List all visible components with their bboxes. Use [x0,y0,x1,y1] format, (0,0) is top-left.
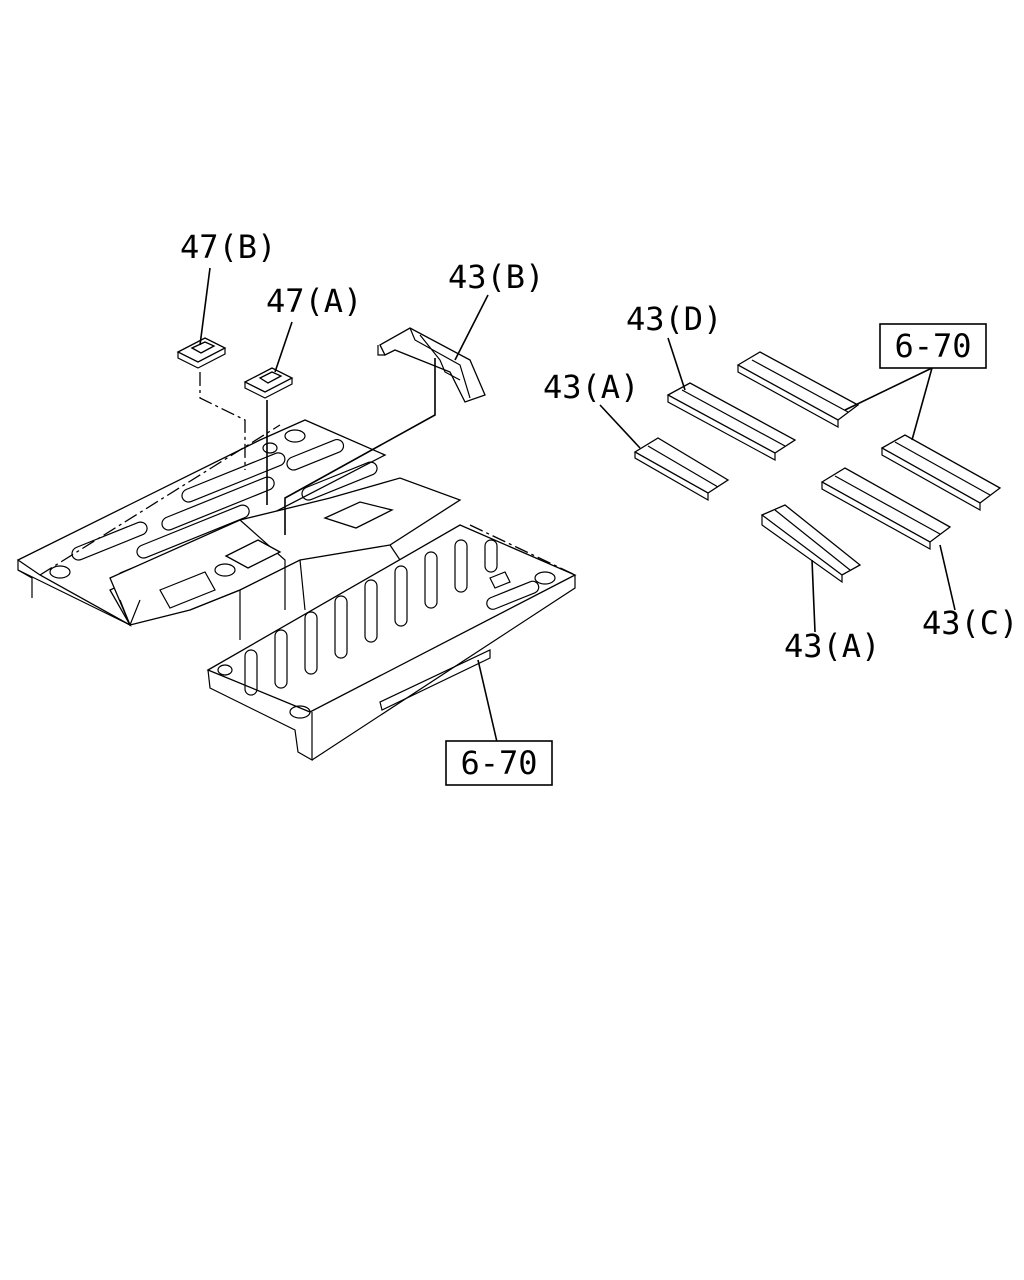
ref-label-bottom: 6-70 [460,744,537,782]
callout-43b: 43(B) [448,258,544,296]
part-rail-upper [736,351,860,429]
part-47a [243,367,294,399]
rear-floor [206,524,577,762]
center-tunnel [109,477,462,640]
callout-43d: 43(D) [626,300,722,338]
ref-box-right: 6-70 [879,323,987,369]
part-43b [377,327,486,403]
part-43a-left [633,437,730,502]
callout-43a-bottom: 43(A) [784,627,880,665]
ref-box-bottom: 6-70 [445,740,553,786]
part-43a-bottom [760,504,862,584]
part-43c [820,467,952,551]
callout-47b: 47(B) [180,228,276,266]
callout-43a-left: 43(A) [543,368,639,406]
part-47b [176,337,227,369]
ref-label-right: 6-70 [894,327,971,365]
callout-47a: 47(A) [266,282,362,320]
part-43d [666,382,797,462]
part-rail-right [880,434,1002,512]
callout-43c: 43(C) [922,604,1018,642]
floor-panel [16,419,577,762]
leader-lines [199,267,956,743]
